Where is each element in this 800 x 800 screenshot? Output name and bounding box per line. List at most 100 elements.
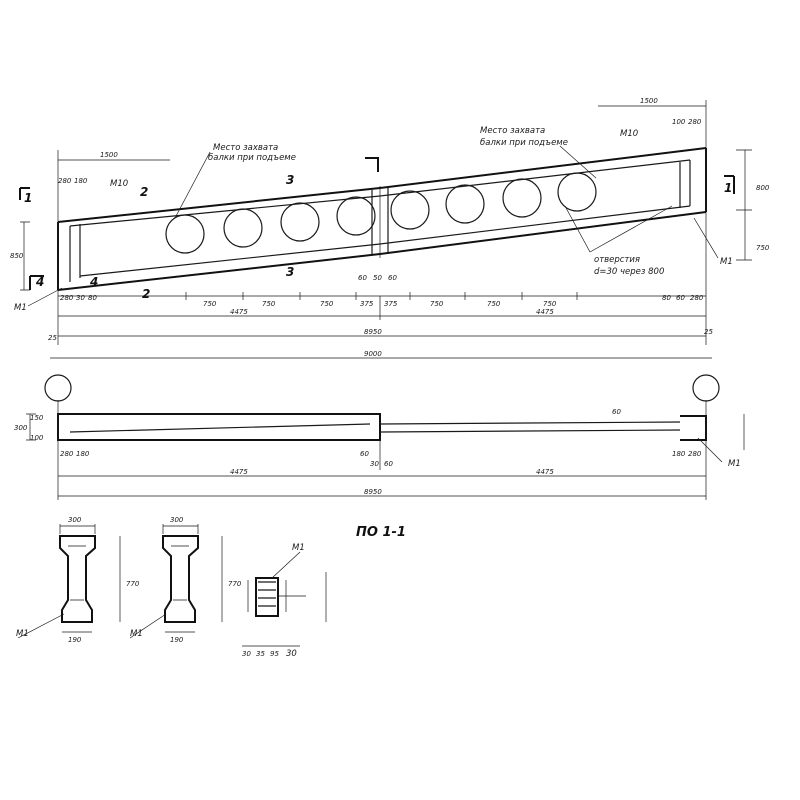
section-label-2-top: 2 xyxy=(140,185,148,199)
section-label-3-bottom: 3 xyxy=(286,265,294,279)
plan-text-4475-r: 4475 xyxy=(536,468,554,476)
center-joint xyxy=(371,188,389,254)
plan-text-60b: 60 xyxy=(384,460,393,468)
dim-text-4475-l: 4475 xyxy=(230,308,248,316)
plan-text-180-r: 180 xyxy=(672,450,686,458)
opening xyxy=(336,196,376,236)
plan-text-8950: 8950 xyxy=(364,488,382,496)
dim-text-60: 60 xyxy=(358,274,367,282)
opening xyxy=(445,184,485,224)
section-label-3-top: 3 xyxy=(286,173,294,187)
section-1-dim-top xyxy=(59,524,96,534)
web-openings xyxy=(165,172,597,254)
dim-text-60b: 60 xyxy=(388,274,397,282)
detail-text-35: 35 xyxy=(256,650,265,658)
section-2-outline xyxy=(162,535,199,623)
detail-m1-plate xyxy=(255,577,279,617)
plan-text-60c: 60 xyxy=(612,408,621,416)
section-label-4-right: 4 xyxy=(89,275,98,289)
dim-text-50: 50 xyxy=(373,274,382,282)
section-label-1-right: 1 xyxy=(724,181,732,195)
plan-left-web xyxy=(69,423,371,433)
section-mark-1-right xyxy=(724,175,735,194)
opening xyxy=(557,172,597,212)
detail-m1-leader xyxy=(271,551,301,579)
plan-text-60: 60 xyxy=(360,450,369,458)
detail-text-30b: 30 xyxy=(286,649,297,659)
leader-grip-right xyxy=(559,145,597,179)
ext-lines-ends xyxy=(57,100,707,345)
note-holes-2: d=30 через 800 xyxy=(594,267,664,277)
dim-text-800: 800 xyxy=(756,184,770,192)
section-mark-1-left xyxy=(19,187,30,200)
leader-m1-right xyxy=(693,217,719,259)
dim-ticks xyxy=(185,292,578,320)
leader-grip-left xyxy=(174,151,211,219)
dim-text-280-r: 280 xyxy=(688,118,702,126)
leader-m1-left xyxy=(27,287,63,307)
plan-text-100: 100 xyxy=(30,434,44,442)
section-mark-top xyxy=(365,157,379,172)
dim-text-375-r: 375 xyxy=(384,300,398,308)
section-label-2-bottom: 2 xyxy=(142,287,150,301)
beam-plan xyxy=(26,400,745,500)
dim-text-b280: 280 xyxy=(60,294,74,302)
section-2-text-300: 300 xyxy=(170,516,184,524)
section-2-2 xyxy=(129,524,223,639)
plan-left-flange xyxy=(57,413,381,441)
dim-text-280: 280 xyxy=(58,177,72,185)
support-right xyxy=(692,374,720,402)
note-grip-left-2: балки при подъеме xyxy=(208,153,296,163)
leader-holes xyxy=(564,205,673,253)
section-1-text-300: 300 xyxy=(68,516,82,524)
plan-text-150: 150 xyxy=(30,414,44,422)
drawing-title: ПО 1-1 xyxy=(356,525,406,540)
plan-right-end xyxy=(680,415,707,441)
dim-text-750-2: 750 xyxy=(262,300,276,308)
opening xyxy=(165,214,205,254)
dim-text-8950: 8950 xyxy=(364,328,382,336)
support-left xyxy=(44,374,72,402)
plan-ext-lines xyxy=(57,400,707,500)
detail-m1-lines xyxy=(247,580,306,612)
dim-text-b80: 80 xyxy=(88,294,97,302)
plan-text-180: 180 xyxy=(76,450,90,458)
note-grip-right-1: Место захвата xyxy=(480,126,545,136)
section-2-dim-top xyxy=(162,524,199,534)
dim-text-b30: 30 xyxy=(76,294,85,302)
plan-right-web xyxy=(379,421,681,433)
plan-dim-left xyxy=(26,413,36,441)
section-mark-4 xyxy=(29,275,44,290)
section-1-1 xyxy=(17,524,121,639)
detail-text-30: 30 xyxy=(242,650,251,658)
top-chord-outer xyxy=(57,147,707,223)
detail-m1-hatch xyxy=(258,581,276,607)
dim-text-25-l: 25 xyxy=(48,334,57,342)
opening xyxy=(280,202,320,242)
dim-text-375-l: 375 xyxy=(360,300,374,308)
mark-m1-right: М1 xyxy=(720,257,733,267)
plan-text-280: 280 xyxy=(60,450,74,458)
mark-m10-right: М10 xyxy=(620,129,638,139)
dim-text-850: 850 xyxy=(10,252,24,260)
dim-text-r80: 80 xyxy=(662,294,671,302)
section-1-leader-m1 xyxy=(17,613,65,639)
plan-text-4475-l: 4475 xyxy=(230,468,248,476)
dim-text-750-5: 750 xyxy=(487,300,501,308)
plan-text-30: 30 xyxy=(370,460,379,468)
dim-text-100-r: 100 xyxy=(672,118,686,126)
dim-text-25-r: 25 xyxy=(704,328,713,336)
section-label-1-left: 1 xyxy=(24,191,32,205)
dim-text-9000: 9000 xyxy=(364,350,382,358)
section-2-text-770: 770 xyxy=(228,580,242,588)
end-post-right-inner xyxy=(679,160,691,208)
end-post-left-inner xyxy=(69,224,81,282)
dim-text-750-6: 750 xyxy=(543,300,557,308)
plan-text-280-r: 280 xyxy=(688,450,702,458)
note-grip-right-2: балки при подъеме xyxy=(480,138,568,148)
section-1-outline xyxy=(59,535,96,623)
dim-text-r280: 280 xyxy=(690,294,704,302)
dim-text-750-4: 750 xyxy=(430,300,444,308)
dim-text-750-1: 750 xyxy=(203,300,217,308)
